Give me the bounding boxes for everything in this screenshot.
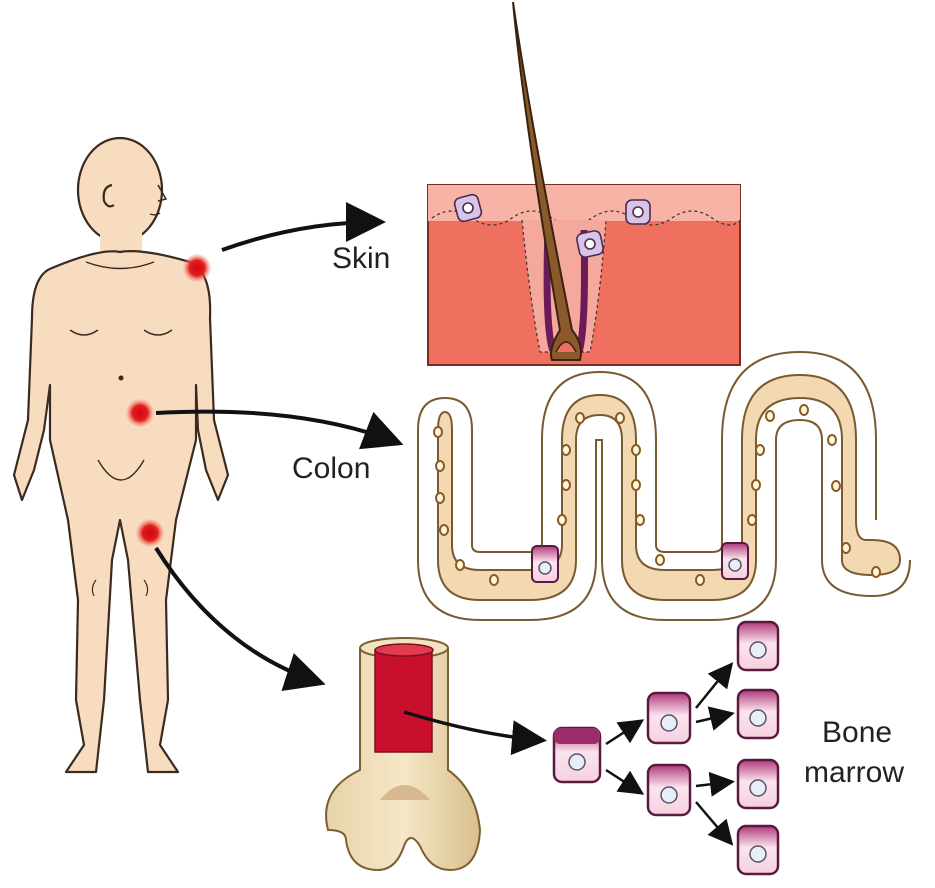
skin-label: Skin (332, 242, 390, 275)
skin-site-marker (183, 254, 211, 282)
bone-arrow (156, 548, 318, 682)
stem-cell-icon (554, 728, 600, 782)
stem-cell-tree (554, 622, 778, 874)
bone-marrow-label-line2: marrow (804, 756, 904, 789)
colon-section-icon (418, 352, 910, 620)
bone-site-marker (136, 519, 164, 547)
human-figure-icon (14, 138, 228, 772)
colon-site-marker (126, 399, 154, 427)
bone-marrow-label-line1: Bone (822, 716, 892, 749)
femur-bone-icon (326, 638, 480, 870)
colon-label: Colon (292, 452, 370, 485)
